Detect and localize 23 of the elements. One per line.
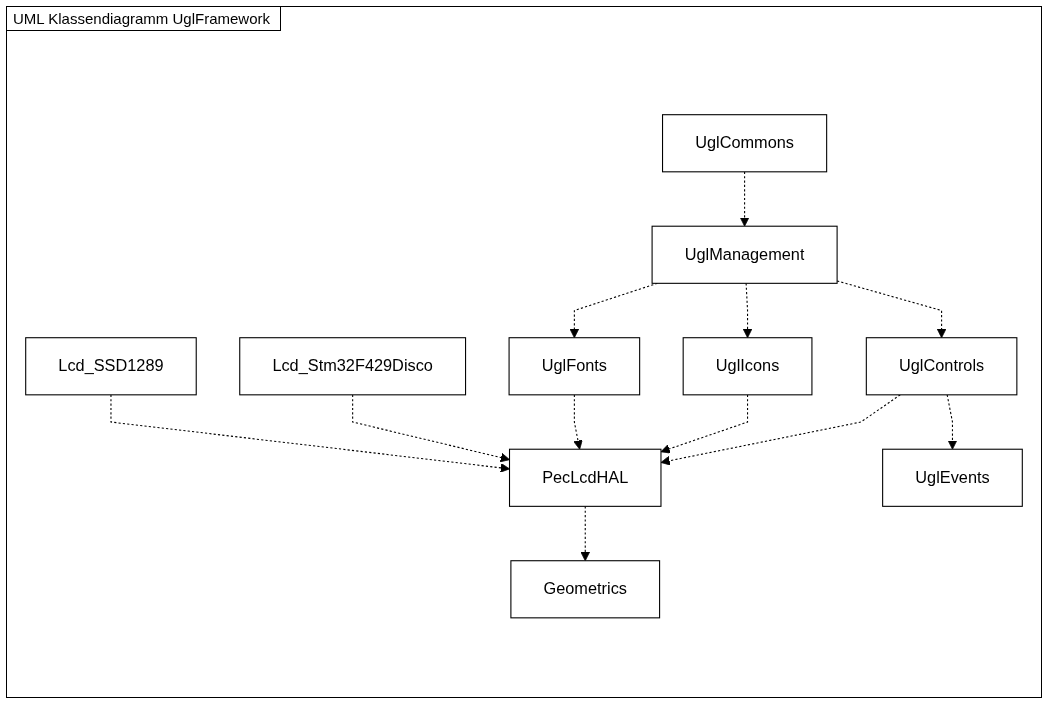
- node-box: [865, 336, 1018, 396]
- node-box: [882, 448, 1023, 507]
- arrow: [836, 280, 947, 338]
- node-box: [682, 336, 813, 396]
- arrow: [352, 394, 510, 462]
- arrow: [742, 282, 753, 338]
- node-box: [508, 336, 641, 396]
- node-box: [651, 225, 838, 284]
- arrow: [660, 394, 901, 466]
- arrow: [660, 394, 749, 454]
- node-box: [510, 559, 661, 619]
- frame-title: UML Klassendiagramm UglFramework: [7, 7, 281, 31]
- node-box: [662, 113, 828, 173]
- arrow: [739, 171, 750, 227]
- arrow: [946, 394, 958, 450]
- diagram-frame: UML Klassendiagramm UglFramework UglCommons Lcd_SSD1289 Lcd_Stm32F429Disco UglManagement UglFonts UglIcons UglControls PecLcdHAL UglEvents Geometrics: [6, 6, 1042, 698]
- node-box: [239, 336, 467, 396]
- arrow: [573, 394, 583, 450]
- arrow: [580, 505, 591, 561]
- arrow: [110, 394, 510, 473]
- arrow: [569, 282, 658, 338]
- node-box: [508, 448, 662, 507]
- node-box: [25, 336, 197, 396]
